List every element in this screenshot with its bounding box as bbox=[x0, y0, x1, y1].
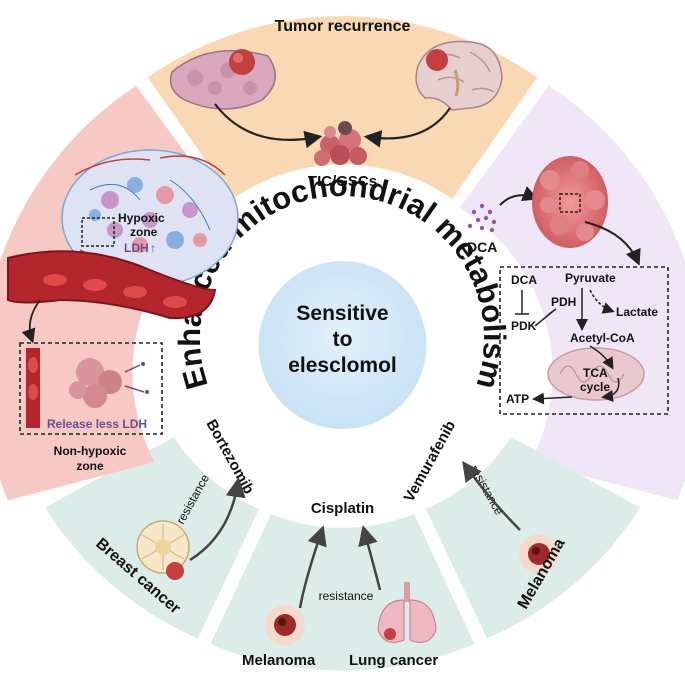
dca-dots bbox=[467, 203, 497, 233]
non-hypoxic-box bbox=[19, 342, 163, 435]
hypoxic-zone-line1: Hypoxic bbox=[118, 211, 165, 225]
box-pdk: PDK bbox=[511, 319, 537, 333]
metabolism-box bbox=[499, 266, 669, 415]
tumor-recurrence-title: Tumor recurrence bbox=[275, 18, 411, 35]
melanoma-illustration-center bbox=[265, 605, 305, 645]
dca-label: DCA bbox=[467, 239, 497, 255]
mitochondrion bbox=[547, 347, 645, 401]
tic-cluster bbox=[314, 121, 367, 166]
lung-cancer-label: Lung cancer bbox=[349, 652, 438, 669]
hypoxic-zone-line2: zone bbox=[130, 225, 158, 239]
box-acetyl: Acetyl-CoA bbox=[570, 331, 635, 345]
box-lactate: Lactate bbox=[616, 305, 658, 319]
cell-zoom-box bbox=[559, 193, 581, 213]
ldh-label: LDH bbox=[124, 241, 149, 255]
cancer-cluster bbox=[532, 156, 608, 248]
tissue-illustration bbox=[169, 49, 276, 110]
cisplatin-label: Cisplatin bbox=[311, 500, 374, 517]
center-line3: elesclomol bbox=[288, 354, 397, 377]
box-tca1: TCA bbox=[583, 366, 608, 380]
ldh-up-arrow: ↑ bbox=[150, 241, 156, 255]
vemurafenib-label: Vemurafenib bbox=[401, 418, 460, 505]
hypoxic-tumor bbox=[61, 149, 239, 287]
melanoma-label-center: Melanoma bbox=[242, 652, 316, 669]
cisplatin-resistance: resistance bbox=[319, 589, 374, 603]
blood-vessel bbox=[7, 250, 217, 320]
box-pdh: PDH bbox=[551, 295, 576, 309]
center-circle bbox=[258, 261, 427, 429]
lung-illustration bbox=[377, 582, 437, 643]
breast-illustration bbox=[136, 520, 190, 580]
brain-illustration bbox=[415, 40, 503, 111]
box-atp: ATP bbox=[506, 392, 529, 406]
tic-label: TIC/GSCs bbox=[308, 173, 377, 190]
release-ldh-label: Release less LDH bbox=[47, 417, 147, 431]
box-dca: DCA bbox=[511, 273, 537, 287]
box-pyruvate: Pyruvate bbox=[565, 271, 616, 285]
non-hypoxic-illustration bbox=[26, 348, 149, 428]
hypoxic-zoom-box bbox=[81, 217, 115, 247]
center-line1: Sensitive bbox=[296, 302, 388, 325]
non-hypoxic-line2: zone bbox=[76, 459, 104, 473]
segment-dca bbox=[459, 85, 685, 501]
box-tca2: cycle bbox=[580, 380, 610, 394]
melanoma-illustration-right bbox=[519, 534, 559, 574]
non-hypoxic-line1: Non-hypoxic bbox=[54, 444, 127, 458]
center-line2: to bbox=[333, 328, 353, 351]
